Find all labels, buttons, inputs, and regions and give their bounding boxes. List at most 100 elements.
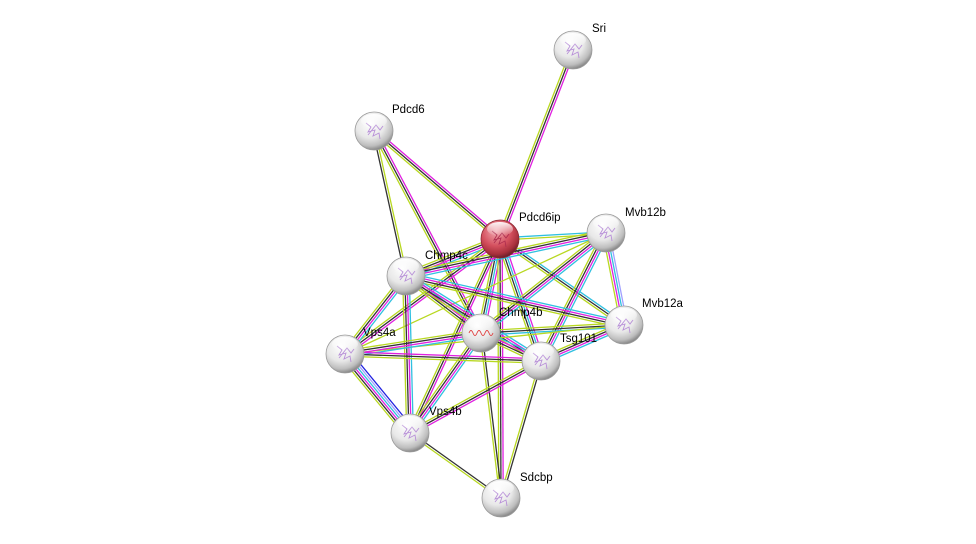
edge-tsg101-sdcbp[interactable] — [499, 360, 543, 499]
edge-evidence-experiments — [410, 333, 483, 435]
edge-evidence-coexpression — [499, 49, 574, 240]
node-highlight — [487, 222, 513, 236]
edge-pdcd6-chmp4c[interactable] — [372, 130, 408, 277]
edge-evidence-experiments — [406, 274, 625, 325]
edge-evidence-experiments — [345, 333, 482, 356]
edge-evidence-experiments — [375, 128, 502, 238]
edge-evidence-textmining — [496, 239, 539, 363]
edge-evidence-coexpression — [373, 130, 501, 240]
node-label: Sri — [592, 23, 606, 35]
edge-evidence-coexpression — [372, 131, 406, 277]
edge-evidence-textmining — [479, 333, 501, 499]
node-highlight — [528, 344, 554, 358]
node-pdcd6ip[interactable]: Pdcd6ip — [480, 212, 561, 259]
edge-sri-pdcd6ip[interactable] — [497, 48, 576, 241]
edge-evidence-experiments — [411, 239, 503, 435]
node-label: Tsg101 — [560, 333, 597, 345]
node-highlight — [332, 337, 358, 351]
node-tsg101[interactable]: Tsg101 — [521, 333, 597, 381]
edge-evidence-textmining — [499, 360, 541, 498]
node-mvb12b[interactable]: Mvb12b — [586, 207, 666, 253]
edge-pdcd6-pdcd6ip[interactable] — [372, 128, 502, 242]
edge-evidence-coexpression — [499, 238, 625, 326]
edge-evidence-database — [500, 236, 626, 324]
edge-evidence-coexpression — [409, 360, 542, 434]
edge-evidence-textmining — [408, 358, 541, 432]
node-pdcd6[interactable]: Pdcd6 — [354, 104, 425, 151]
edge-evidence-coexpression — [344, 353, 542, 362]
edge-evidence-textmining — [407, 237, 499, 433]
node-sri[interactable]: Sri — [553, 23, 606, 70]
node-highlight — [560, 33, 586, 47]
edge-evidence-database — [481, 326, 625, 336]
edge-evidence-coexpression — [405, 276, 624, 327]
edge-mvb12b-vps4a[interactable] — [344, 232, 607, 355]
edge-evidence-textmining — [344, 355, 541, 364]
node-highlight — [488, 481, 514, 495]
node-vps4a[interactable]: Vps4a — [325, 327, 396, 374]
edge-evidence-textmining — [497, 48, 572, 239]
edge-evidence-textmining — [343, 236, 500, 353]
edge-evidence-textmining — [344, 232, 607, 355]
node-highlight — [593, 216, 619, 230]
node-label: Pdcd6 — [392, 104, 425, 116]
edge-evidence-textmining — [406, 330, 479, 432]
edge-evidence-database — [543, 234, 610, 363]
node-highlight — [468, 316, 494, 330]
edge-evidence-coexpression — [479, 231, 606, 333]
edge-evidence-coexpression — [344, 331, 481, 354]
node-highlight — [393, 259, 419, 273]
edge-evidence-textmining — [402, 276, 408, 434]
node-chmp4b[interactable]: Chmp4b — [461, 307, 542, 353]
edge-evidence-textmining — [480, 322, 624, 332]
edge-mvb12a-chmp4b[interactable] — [480, 322, 625, 336]
node-chmp4c[interactable]: Chmp4c — [386, 250, 468, 296]
node-label: Pdcd6ip — [519, 212, 561, 224]
node-vps4b[interactable]: Vps4b — [390, 406, 462, 453]
edge-evidence-textmining — [537, 231, 604, 360]
node-label: Sdcbp — [520, 472, 553, 484]
edge-evidence-experiments — [410, 362, 543, 436]
edge-chmp4c-mvb12a[interactable] — [405, 272, 625, 329]
edge-evidence-textmining — [344, 329, 481, 352]
edge-evidence-database — [406, 235, 607, 280]
edge-chmp4b-vps4b[interactable] — [406, 330, 485, 436]
edge-evidence-textmining — [372, 132, 499, 242]
edge-evidence-coexpression — [539, 232, 606, 361]
edge-evidence-coexpression — [408, 331, 481, 433]
node-label: Mvb12b — [625, 207, 666, 219]
node-label: Chmp4c — [425, 250, 468, 262]
edge-mvb12b-chmp4b[interactable] — [478, 229, 609, 337]
edge-evidence-experiments — [481, 233, 608, 335]
edge-tsg101-vps4b[interactable] — [408, 358, 543, 436]
edge-evidence-coexpression — [499, 238, 502, 499]
node-mvb12a[interactable]: Mvb12a — [604, 298, 684, 345]
edge-evidence-textmining — [478, 229, 605, 331]
edge-evidence-database — [482, 235, 609, 337]
edge-mvb12b-tsg101[interactable] — [537, 231, 610, 363]
node-highlight — [361, 114, 387, 128]
edge-evidence-experiments — [501, 238, 504, 498]
node-highlight — [397, 416, 423, 430]
node-sdcbp[interactable]: Sdcbp — [481, 472, 553, 518]
edge-evidence-experiments — [375, 129, 484, 333]
helix-icon — [468, 330, 494, 336]
edge-chmp4b-vps4a[interactable] — [344, 329, 482, 358]
node-highlight — [611, 308, 637, 322]
edge-evidence-experiments — [345, 351, 542, 360]
edge-evidence-textmining — [497, 239, 500, 499]
edge-evidence-coexpression — [480, 324, 625, 334]
edge-evidence-database — [412, 334, 485, 436]
node-label: Vps4a — [363, 327, 396, 339]
node-label: Vps4b — [429, 406, 462, 418]
edge-evidence-database — [406, 272, 625, 323]
edge-vps4a-tsg101[interactable] — [344, 351, 542, 364]
edge-evidence-textmining — [374, 130, 408, 276]
edge-pdcd6ip-sdcbp[interactable] — [497, 238, 504, 499]
edge-evidence-coexpression — [481, 332, 503, 498]
edge-evidence-textmining — [405, 278, 624, 329]
node-label: Mvb12a — [642, 298, 684, 310]
edge-evidence-experiments — [541, 233, 608, 362]
